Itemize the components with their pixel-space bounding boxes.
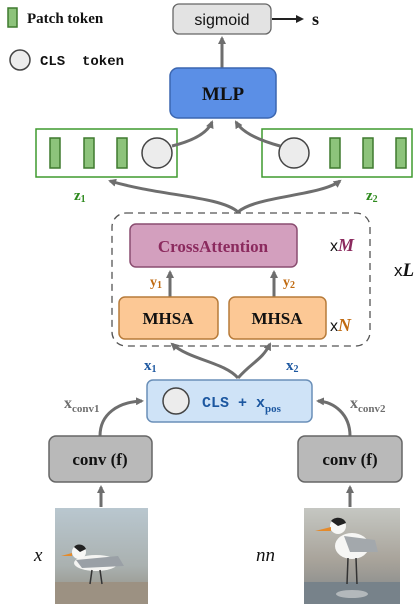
embed-to-mhsa-left-arrow	[170, 342, 240, 380]
conv-right-label: conv (f)	[322, 450, 377, 469]
conv-left-box	[48, 435, 153, 483]
y1-label: y1	[150, 275, 162, 291]
cross-attention-box	[129, 223, 298, 268]
z1-label: z1	[74, 188, 86, 205]
patch-token	[395, 137, 407, 169]
conv-left-to-embed-arrow	[98, 397, 144, 437]
x1-label: x1	[144, 358, 157, 375]
patch-token	[116, 137, 128, 169]
mlp-box	[169, 67, 277, 119]
xconv1-label: xconv1	[64, 395, 100, 415]
z2-label: z2	[366, 188, 378, 205]
output-s-label: s	[312, 9, 319, 29]
cls-token-legend-label: CLS token	[40, 54, 124, 70]
embed-to-mhsa-right-arrow	[236, 342, 272, 379]
transformer-block-border	[111, 212, 371, 347]
sigmoid-label: sigmoid	[194, 12, 249, 29]
x2-label: x2	[286, 358, 299, 375]
conv-right-box	[297, 435, 403, 483]
input-image-left	[55, 508, 148, 604]
mhsa-left-box	[118, 296, 219, 340]
cls-token	[278, 137, 310, 169]
repeat-m-label: xM	[330, 235, 355, 255]
mhsa-left-label: MHSA	[143, 309, 195, 328]
y2-label: y2	[283, 275, 295, 291]
z1-token-strip	[35, 128, 178, 178]
cls-token	[162, 387, 190, 415]
block-to-z2-arrow	[237, 179, 342, 214]
xconv2-label: xconv2	[350, 395, 386, 415]
input-image-right	[304, 508, 400, 604]
patch-token	[329, 137, 341, 169]
sigmoid-box	[172, 3, 272, 35]
patch-token-legend-label: Patch token	[27, 11, 104, 27]
repeat-n-label: xN	[330, 315, 352, 335]
cls-pos-embedding-box	[146, 379, 313, 423]
patch-token	[49, 137, 61, 169]
image-left-label: x	[33, 545, 43, 566]
cross-attention-label: CrossAttention	[158, 237, 269, 256]
z2-cls-to-mlp-arrow	[234, 120, 281, 148]
patch-token	[83, 137, 95, 169]
image-right-label: nn	[256, 545, 275, 566]
cls-pos-label: CLS + xpos	[202, 395, 282, 415]
conv-left-label: conv (f)	[72, 450, 127, 469]
mhsa-right-box	[228, 296, 327, 340]
mlp-label: MLP	[202, 84, 245, 105]
z1-cls-to-mlp-arrow	[171, 120, 214, 148]
repeat-l-label: xL	[394, 260, 414, 281]
patch-token	[362, 137, 374, 169]
patch-token-legend-icon	[7, 7, 18, 28]
block-to-z1-arrow	[108, 178, 239, 214]
legend: Patch token CLS token	[7, 7, 124, 71]
cls-token-legend-icon	[9, 49, 31, 71]
z2-token-strip	[261, 128, 413, 178]
mhsa-right-label: MHSA	[252, 309, 304, 328]
conv-right-to-embed-arrow	[316, 397, 352, 437]
cls-token	[141, 137, 173, 169]
